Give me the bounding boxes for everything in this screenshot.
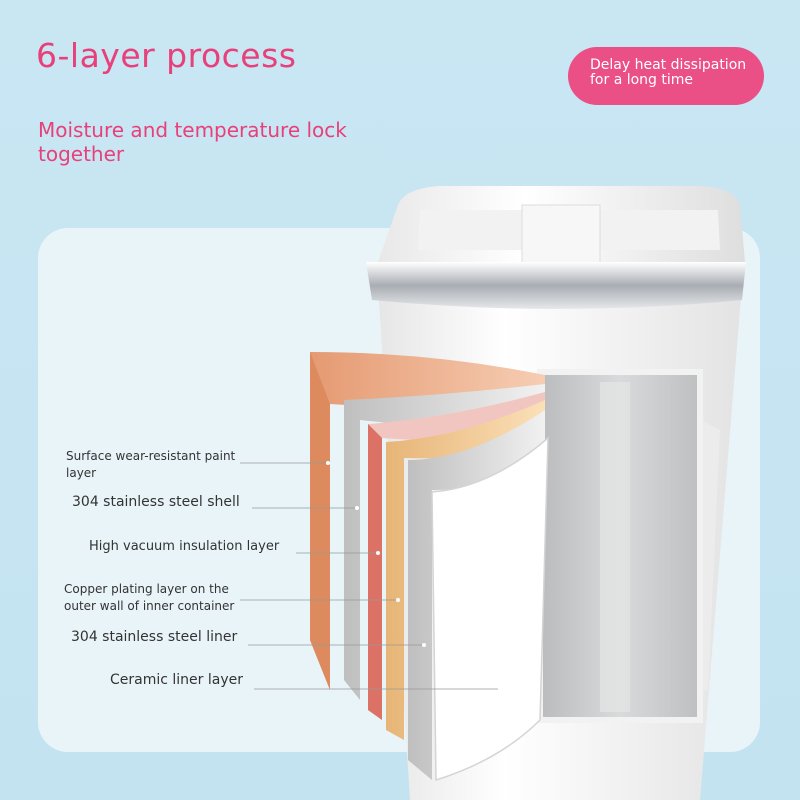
page-subtitle: Moisture and temperature lock together: [38, 118, 347, 166]
layer-label-shell: 304 stainless steel shell: [72, 494, 240, 510]
layer-label-ceramic: Ceramic liner layer: [110, 672, 243, 688]
layer-label-vacuum: High vacuum insulation layer: [89, 539, 280, 554]
feature-badge: Delay heat dissipation for a long time: [568, 47, 764, 105]
layer-label-paint: Surface wear-resistant paint layer: [66, 449, 236, 480]
layer-label-liner: 304 stainless steel liner: [71, 629, 238, 645]
page-title: 6-layer process: [36, 36, 297, 75]
layer-label-copper: Copper plating layer on the outer wall o…: [64, 582, 235, 613]
